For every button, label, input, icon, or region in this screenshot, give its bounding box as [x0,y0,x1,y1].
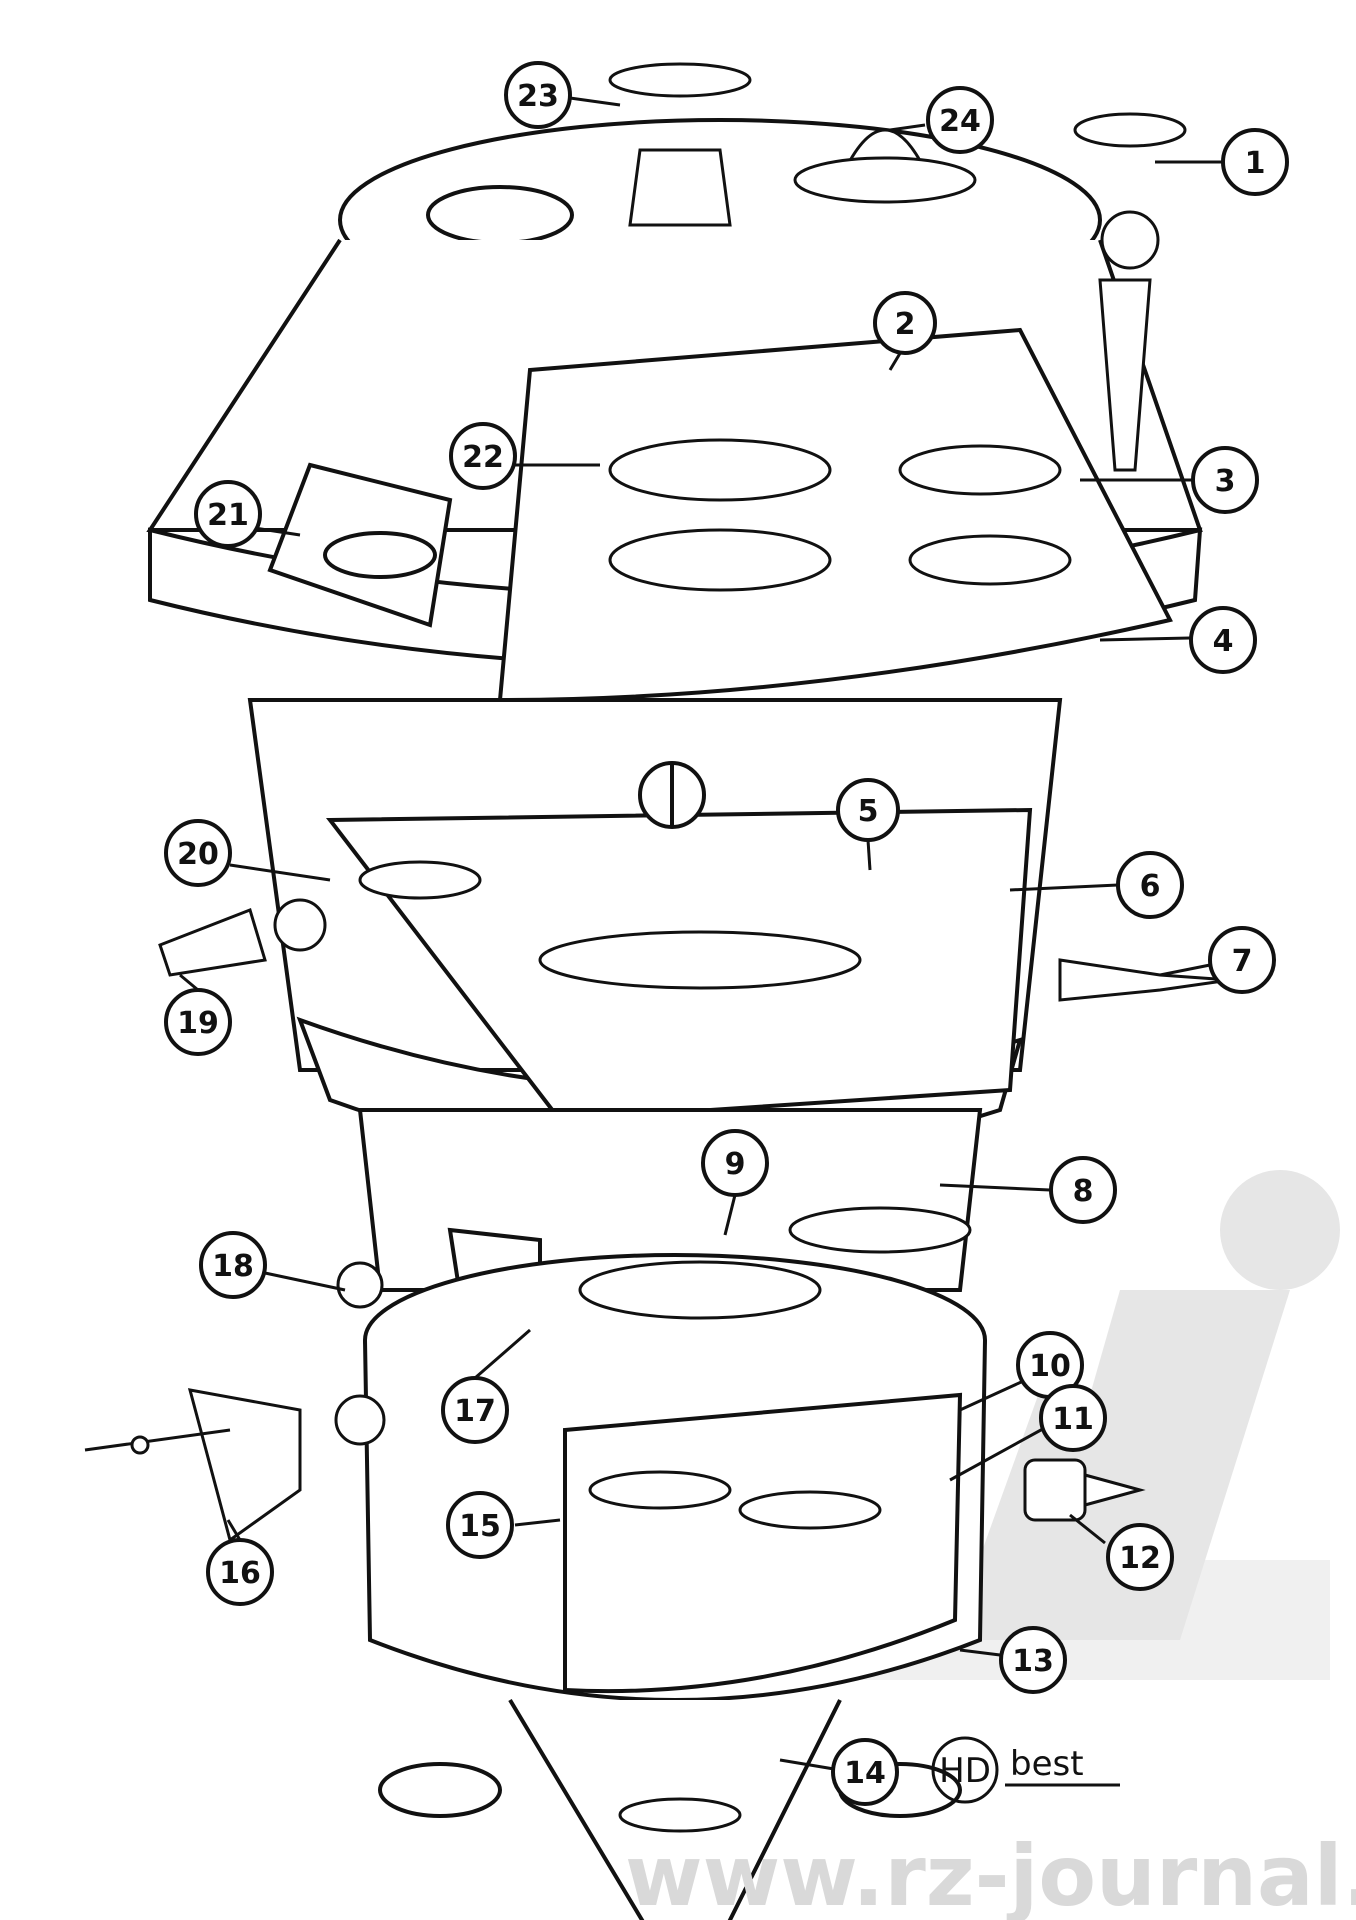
callout-4: 4 [1189,606,1257,674]
callout-15-label: 15 [459,1509,501,1544]
callout-7: 7 [1208,926,1276,994]
callout-20-label: 20 [177,837,219,872]
external-fittings [84,62,1231,1543]
callout-23: 23 [504,61,572,129]
callout-8-label: 8 [1073,1174,1094,1209]
callout-13-label: 13 [1012,1644,1054,1679]
callout-16-label: 16 [219,1556,261,1591]
callout-24: 24 [926,86,994,154]
callout-1: 1 [1221,128,1289,196]
callout-14-label: 14 [844,1756,886,1791]
callout-3: 3 [1191,446,1259,514]
callout-4-label: 4 [1213,624,1234,659]
internal-modules [358,438,1072,1833]
callouts: 1 2 3 4 5 6 7 8 9 10 11 12 13 14 15 16 1… [164,61,1289,1806]
callout-2: 2 [873,291,937,355]
callout-12: 12 [1106,1523,1174,1591]
watermark-text: www.rz-journal.de [625,1827,1356,1920]
callout-16: 16 [206,1538,274,1606]
callout-19-label: 19 [177,1006,219,1041]
callout-6-label: 6 [1140,869,1161,904]
signature-initials: HD [939,1751,991,1791]
callout-1-label: 1 [1245,146,1266,181]
callout-12-label: 12 [1119,1541,1161,1576]
callout-9-label: 9 [725,1147,746,1182]
callout-21: 21 [194,480,262,548]
callout-2-label: 2 [895,307,916,342]
callout-9: 9 [701,1129,769,1197]
callout-7-label: 7 [1232,944,1253,979]
artist-signature: HD best [931,1736,1120,1804]
callout-11-label: 11 [1052,1402,1094,1437]
callout-8: 8 [1049,1156,1117,1224]
callout-23-label: 23 [517,79,559,114]
callout-5-label: 5 [858,794,879,829]
callout-18-label: 18 [212,1249,254,1284]
callout-24-label: 24 [939,104,981,139]
callout-17-label: 17 [454,1394,496,1429]
callout-13: 13 [999,1626,1067,1694]
callout-10: 10 [1016,1331,1084,1399]
callout-17: 17 [441,1376,509,1444]
callout-5: 5 [836,778,900,842]
callout-11: 11 [1039,1384,1107,1452]
callout-10-label: 10 [1029,1349,1071,1384]
callout-14: 14 [831,1738,899,1806]
callout-6: 6 [1116,851,1184,919]
callout-18: 18 [199,1231,267,1299]
callout-15: 15 [446,1491,514,1559]
signature-name: best [1010,1744,1084,1784]
callout-22: 22 [449,422,517,490]
callout-21-label: 21 [207,498,249,533]
callout-3-label: 3 [1215,464,1236,499]
callout-20: 20 [164,819,232,887]
callout-22-label: 22 [462,440,504,475]
callout-19: 19 [164,988,232,1056]
leader-lines [179,96,1222,1772]
